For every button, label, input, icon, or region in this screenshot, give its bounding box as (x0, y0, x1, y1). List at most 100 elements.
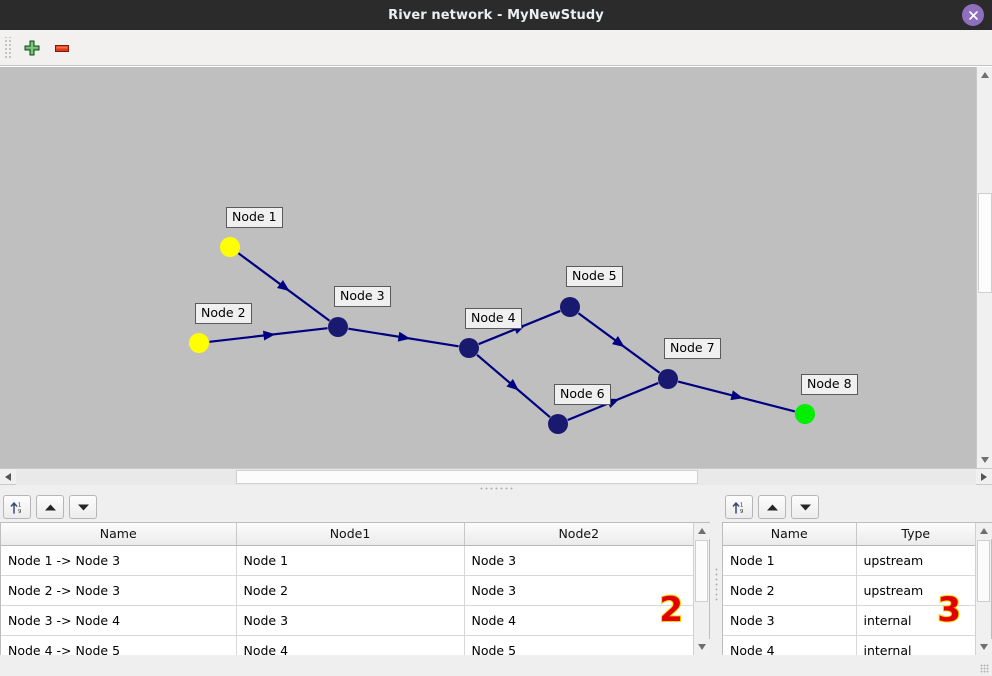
node-label-n3[interactable]: Node 3 (334, 286, 391, 307)
nodes-scroll-down-button[interactable] (976, 639, 992, 655)
toolbar-grip[interactable] (4, 36, 12, 59)
scroll-up-button[interactable] (977, 67, 992, 83)
node-label-n2[interactable]: Node 2 (195, 303, 252, 324)
triangle-down-icon (981, 457, 989, 463)
links-scroll-down-button[interactable] (694, 639, 710, 655)
table-cell[interactable]: Node 2 (723, 575, 857, 606)
node-label-n6[interactable]: Node 6 (554, 384, 611, 405)
table-cell[interactable]: Node 3 (464, 575, 693, 606)
nodes-table-vertical-scrollbar[interactable] (975, 523, 992, 655)
links-move-down-button[interactable] (69, 495, 97, 519)
bottom-panes: 1 9 (0, 492, 992, 676)
node-label-n8[interactable]: Node 8 (801, 374, 858, 395)
node-label-n1[interactable]: Node 1 (226, 207, 283, 228)
diagram-scroll-thumb-horizontal[interactable] (236, 470, 698, 484)
column-header-name[interactable]: Name (1, 523, 237, 546)
nodes-move-down-button[interactable] (791, 495, 819, 519)
remove-node-button[interactable] (47, 34, 77, 62)
graph-node-n8[interactable] (795, 404, 815, 424)
graph-node-n6[interactable] (548, 414, 568, 434)
node-label-n4[interactable]: Node 4 (465, 308, 522, 329)
network-graph[interactable] (0, 67, 976, 468)
edge-arrow-icon (397, 331, 411, 342)
nodes-sort-button[interactable]: 1 9 (725, 495, 753, 519)
splitter-grip-dots (479, 487, 513, 490)
network-diagram-canvas[interactable]: Node 1 Node 2 Node 3 Node 4 Node 5 Node 6 Node… (0, 66, 992, 468)
horizontal-splitter[interactable] (0, 485, 992, 492)
graph-node-n7[interactable] (658, 369, 678, 389)
edge-arrow-icon (277, 280, 290, 292)
window-title: River network - MyNewStudy (388, 7, 604, 23)
scroll-down-button[interactable] (977, 452, 992, 468)
triangle-right-icon (981, 473, 987, 481)
diagram-horizontal-scrollbar[interactable] (0, 468, 992, 485)
links-table-vertical-scrollbar[interactable] (693, 523, 710, 655)
links-move-up-button[interactable] (36, 495, 64, 519)
table-cell[interactable]: Node 5 (464, 635, 693, 655)
table-cell[interactable]: Node 3 (723, 605, 857, 636)
close-button[interactable] (962, 4, 984, 26)
table-cell[interactable]: Node 4 -> Node 5 (1, 635, 237, 655)
scroll-left-button[interactable] (0, 469, 16, 485)
links-sort-button[interactable]: 1 9 (3, 495, 31, 519)
graph-node-n2[interactable] (189, 333, 209, 353)
diagram-viewport[interactable]: Node 1 Node 2 Node 3 Node 4 Node 5 Node 6 Node… (0, 67, 976, 468)
table-cell[interactable]: Node 1 -> Node 3 (1, 545, 237, 576)
add-node-button[interactable] (17, 34, 47, 62)
column-header-node1[interactable]: Node1 (236, 523, 465, 546)
graph-node-n4[interactable] (459, 338, 479, 358)
nodes-scroll-up-button[interactable] (976, 523, 992, 539)
table-cell[interactable]: internal (856, 605, 975, 636)
table-cell[interactable]: Node 2 (236, 575, 465, 606)
table-cell[interactable]: Node 1 (723, 545, 857, 576)
table-cell[interactable]: Node 4 (723, 635, 857, 655)
table-cell[interactable]: upstream (856, 545, 975, 576)
table-cell[interactable]: Node 2 -> Node 3 (1, 575, 237, 606)
edge-arrow-icon (612, 336, 625, 348)
nodes-pane-toolbar: 1 9 (722, 492, 992, 522)
node-label-n7[interactable]: Node 7 (664, 338, 721, 359)
edge-arrow-icon (506, 378, 519, 391)
add-plus-icon (24, 40, 40, 55)
diagram-scroll-thumb-vertical[interactable] (978, 193, 992, 293)
links-scroll-up-button[interactable] (694, 523, 710, 539)
column-header-type[interactable]: Type (856, 523, 975, 546)
triangle-up-icon (981, 72, 989, 78)
column-header-name[interactable]: Name (723, 523, 857, 546)
node-label-n5[interactable]: Node 5 (566, 266, 623, 287)
graph-node-n1[interactable] (220, 237, 240, 257)
table-cell[interactable]: Node 3 (236, 605, 465, 636)
nodes-move-up-button[interactable] (758, 495, 786, 519)
vertical-splitter[interactable] (710, 492, 722, 676)
diagram-vertical-scrollbar[interactable] (976, 67, 992, 468)
table-cell[interactable]: Node 4 (464, 605, 693, 636)
remove-minus-icon (55, 44, 69, 52)
column-header-node2[interactable]: Node2 (464, 523, 693, 546)
resize-grip[interactable] (980, 664, 989, 673)
table-cell[interactable]: Node 1 (236, 545, 465, 576)
svg-text:9: 9 (740, 509, 743, 515)
table-cell[interactable]: internal (856, 635, 975, 655)
scroll-right-button[interactable] (976, 469, 992, 485)
table-cell[interactable]: upstream (856, 575, 975, 606)
table-cell[interactable]: Node 3 -> Node 4 (1, 605, 237, 636)
table-cell[interactable]: Node 4 (236, 635, 465, 655)
links-scroll-thumb[interactable] (695, 540, 708, 602)
nodes-scroll-thumb[interactable] (977, 540, 990, 602)
graph-node-n3[interactable] (328, 317, 348, 337)
graph-node-n5[interactable] (560, 297, 580, 317)
table-cell[interactable]: Node 3 (464, 545, 693, 576)
